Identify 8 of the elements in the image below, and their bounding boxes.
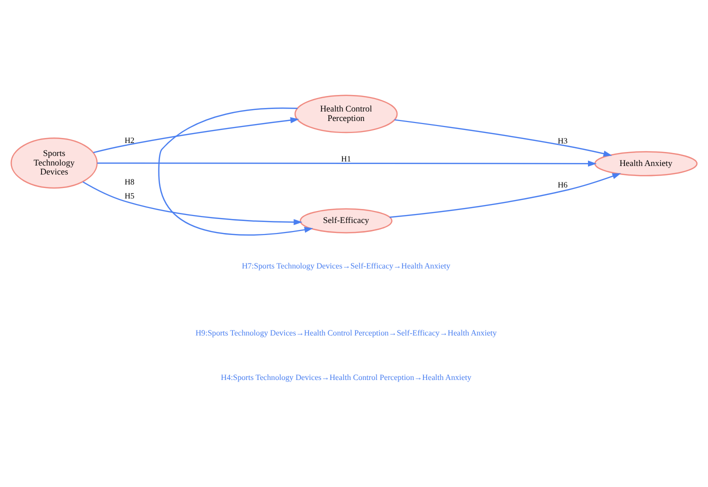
node-ellipse: Health Control Perception <box>294 94 398 134</box>
arrow <box>394 119 612 157</box>
node-ellipse: Sports Technology Devices <box>10 137 98 189</box>
arrow <box>82 181 302 226</box>
arrow <box>93 117 300 154</box>
arrow <box>97 160 597 167</box>
arrow <box>158 108 314 236</box>
arrow <box>390 173 622 218</box>
